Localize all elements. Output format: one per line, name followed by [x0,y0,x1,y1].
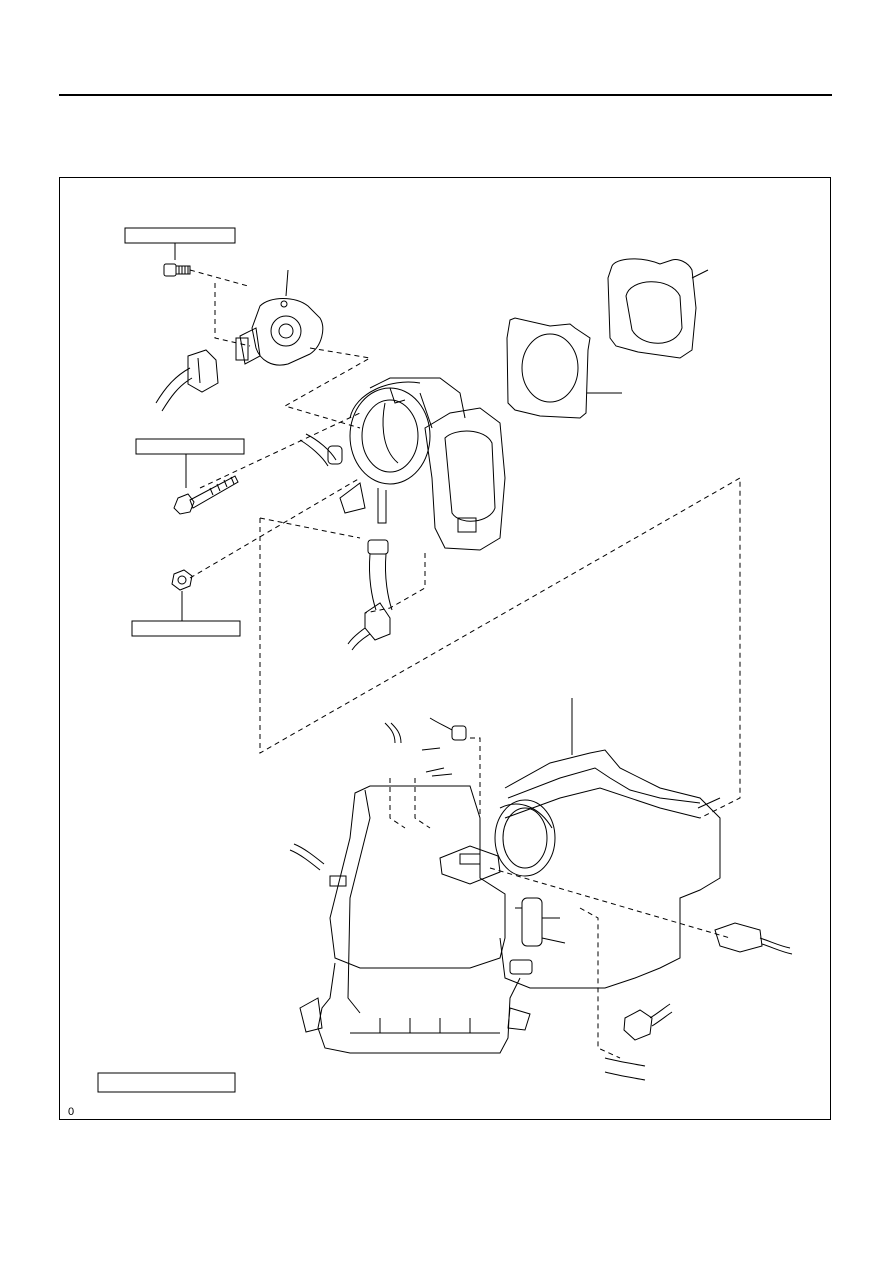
air-cleaner-cap [499,698,721,989]
assembly-leader-lines [189,269,741,819]
callout-nut-box [131,591,241,637]
callout-figure-box [97,1072,236,1093]
figure-code: 0 [68,1106,74,1118]
throttle-gasket [506,317,622,419]
throttle-hoses [299,433,393,611]
sensor-connector [155,349,219,412]
long-bolt [173,475,239,515]
mass-airflow-meter [439,799,556,885]
harness-connector-right [714,922,793,955]
throttle-connector [347,602,391,651]
lower-leader-lines [389,737,731,1059]
nut [171,569,193,591]
sensor-screw [163,263,191,277]
throttle-position-sensor [235,269,324,366]
exploded-view-drawing: 0 [68,227,793,1118]
intake-adapter-gasket [607,258,709,359]
vacuum-valve [509,897,566,975]
header-rule [59,94,832,96]
air-cleaner-housing [299,785,531,1054]
air-cleaner-hoses [289,717,467,887]
callout-long-bolt-box [135,438,245,488]
harness-connector-bottom [604,1003,673,1081]
throttle-body [339,377,506,551]
figure-frame: 0 [59,177,831,1120]
callout-bolt-box [124,227,236,260]
